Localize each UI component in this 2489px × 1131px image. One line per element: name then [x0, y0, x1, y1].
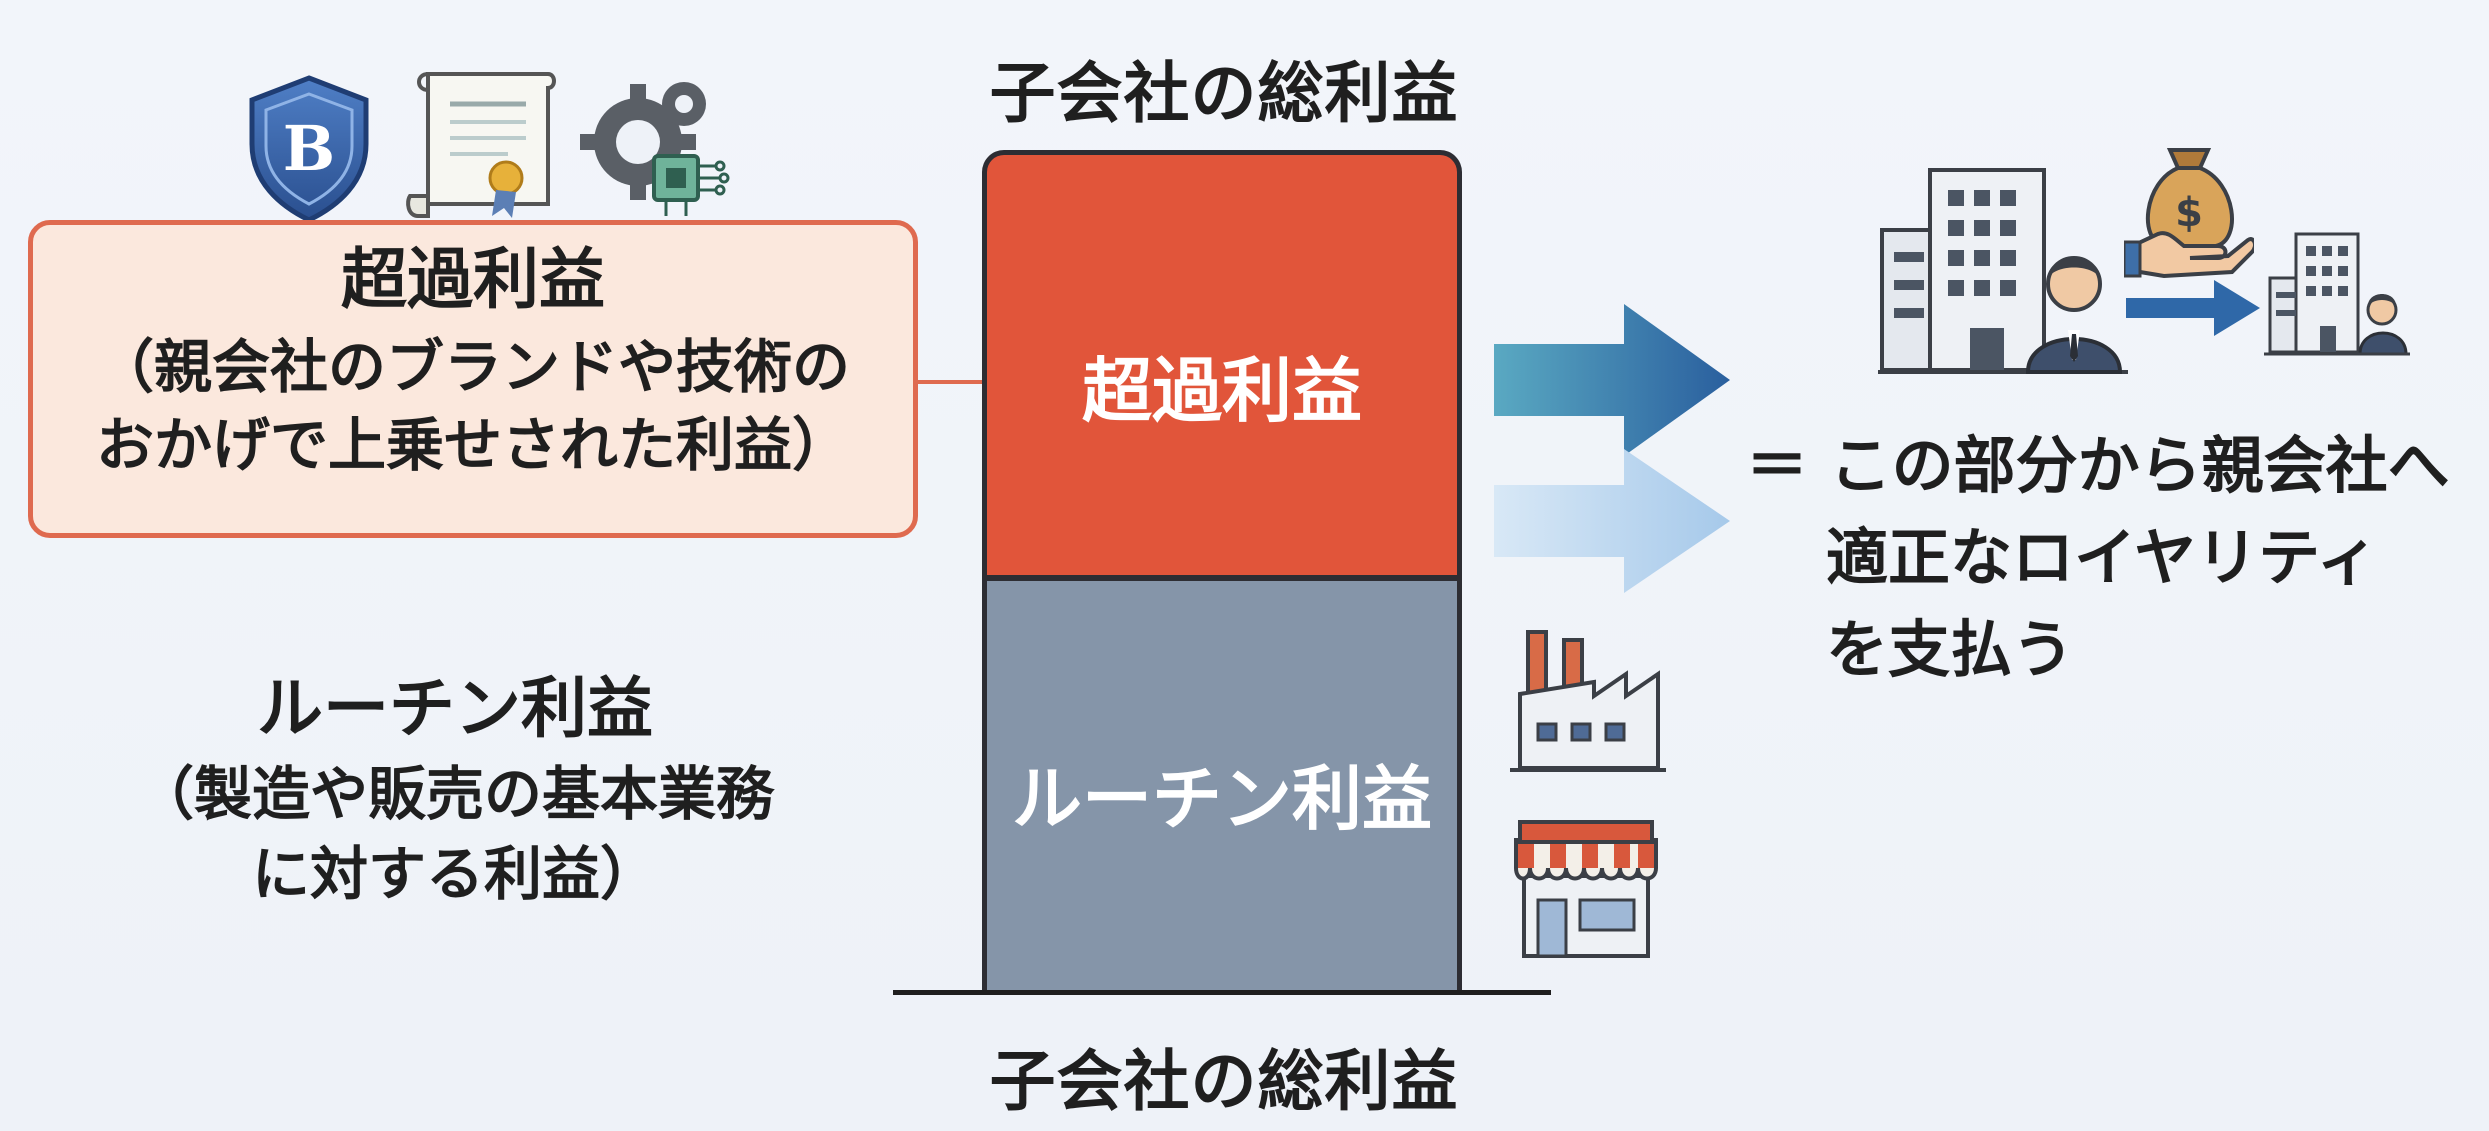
- excess-profit-segment: 超過利益: [982, 150, 1462, 578]
- routine-line-2: （製造や販売の基本業務: [135, 760, 774, 828]
- callout-line-3: おかげで上乗せされた利益）: [95, 411, 850, 479]
- shield-letter: B: [283, 112, 335, 185]
- excess-profit-callout: [28, 220, 918, 538]
- excess-profit-label: 超過利益: [1082, 350, 1362, 432]
- payment-arrow-upper: [1494, 304, 1730, 456]
- top-title: 子会社の総利益: [989, 55, 1459, 132]
- routine-profit-segment: ルーチン利益: [982, 578, 1462, 994]
- callout-line-2: （親会社のブランドや技術の: [95, 333, 850, 401]
- result-line-3: を支払う: [1826, 613, 2075, 686]
- certificate-icon: [406, 72, 556, 218]
- parent-building-icon: [1878, 168, 2128, 374]
- subsidiary-building-icon: [2264, 232, 2410, 356]
- routine-profit-description: ルーチン利益 （製造や販売の基本業務 に対する利益）: [70, 664, 840, 914]
- callout-connector: [918, 380, 984, 384]
- brand-shield-icon: B: [249, 75, 369, 223]
- bottom-title: 子会社の総利益: [989, 1043, 1459, 1120]
- routine-heading: ルーチン利益: [257, 670, 653, 747]
- excess-profit-description: 超過利益 （親会社のブランドや技術の おかげで上乗せされた利益）: [28, 232, 918, 484]
- gear-chip-icon: [580, 82, 730, 216]
- factory-icon: [1510, 630, 1666, 772]
- svg-text:$: $: [2175, 190, 2203, 236]
- result-line-1: ＝ この部分から親会社へ: [1746, 429, 2450, 502]
- transfer-arrow-icon: [2126, 280, 2260, 336]
- routine-profit-label: ルーチン利益: [1012, 758, 1432, 840]
- royalty-explanation: ＝ この部分から親会社へ 適正なロイヤリティ を支払う: [1746, 420, 2450, 696]
- result-line-2: 適正なロイヤリティ: [1826, 521, 2379, 594]
- chart-baseline: [893, 990, 1551, 995]
- payment-arrow-lower: [1494, 449, 1730, 593]
- money-bag-hand-icon: $: [2124, 148, 2254, 279]
- shop-icon: [1514, 820, 1658, 958]
- callout-heading: 超過利益: [341, 241, 605, 318]
- routine-line-3: に対する利益）: [251, 840, 658, 908]
